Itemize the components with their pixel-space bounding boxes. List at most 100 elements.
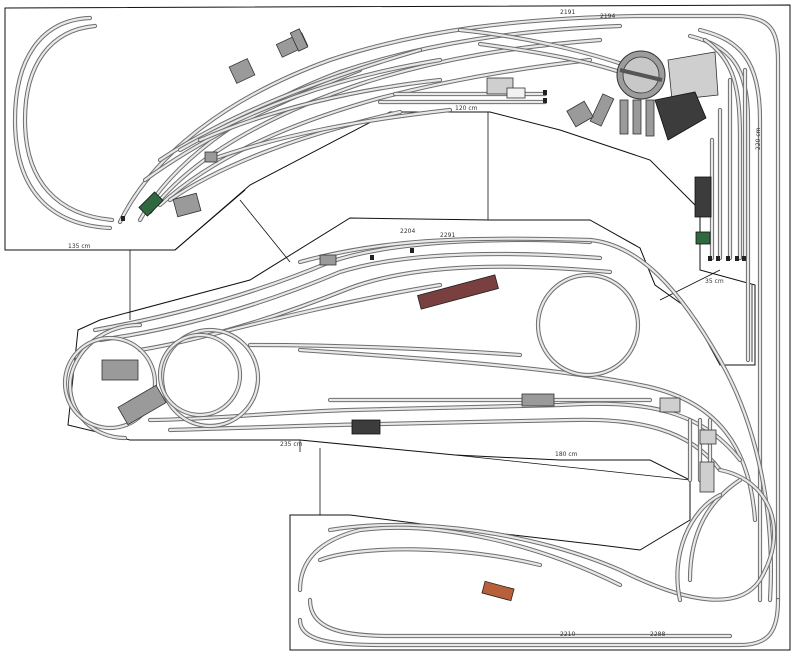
track-loop-inner xyxy=(158,333,242,417)
track-segment-inner xyxy=(118,14,780,602)
dimension-lines xyxy=(129,112,753,515)
track-segment xyxy=(297,597,781,648)
track-segment-inner xyxy=(98,252,602,342)
track-segment-inner xyxy=(248,343,522,357)
building-top-center xyxy=(486,77,514,95)
building-station-small xyxy=(319,254,337,266)
building-top-center-2 xyxy=(506,87,526,99)
track-segment xyxy=(12,15,113,231)
track-number-labels: 2191 2194 2204 2291 2210 2288 xyxy=(400,9,665,638)
track-segment-inner xyxy=(158,48,422,162)
buffer-stop xyxy=(716,256,720,261)
building-station-brown xyxy=(417,274,499,310)
track-segment-inner xyxy=(703,38,742,260)
track-segment xyxy=(297,525,623,593)
buffer-stop xyxy=(370,255,374,260)
track-segment-inner xyxy=(318,548,542,567)
roundhouse-stall-4 xyxy=(632,99,642,135)
buffer-stop xyxy=(735,256,739,261)
roundhouse-stall-2 xyxy=(566,100,594,128)
label-lower-right: 180 cm xyxy=(555,451,578,458)
track-segment-inner xyxy=(478,42,622,74)
dim-line-diag-right xyxy=(659,269,721,301)
track-segment-inner xyxy=(676,493,722,602)
roundhouse-stall-3 xyxy=(619,99,629,135)
track-segment-inner xyxy=(298,348,757,522)
track-segment-inner xyxy=(148,402,742,462)
turntable-bridge xyxy=(619,68,663,82)
track-segment-inner xyxy=(298,237,773,602)
dim-line-diag-left xyxy=(239,199,291,263)
track-loop-inner xyxy=(536,273,640,377)
track-segment-inner xyxy=(298,598,780,647)
roundhouse-stall-1 xyxy=(589,93,615,127)
dim-line-lower-right xyxy=(454,454,691,481)
track-label-2: 2194 xyxy=(600,13,615,20)
building-small-box xyxy=(204,151,218,163)
track-segment-inner xyxy=(298,526,622,592)
track-label-1: 2191 xyxy=(560,9,575,16)
track-segment-inner xyxy=(13,16,112,230)
track-segment-inner xyxy=(688,478,742,582)
buffer-stop xyxy=(543,90,547,95)
track-segment xyxy=(297,347,758,523)
building-center-dark xyxy=(351,419,381,435)
roundhouse-stall-5 xyxy=(645,99,655,137)
baseboard-outlines xyxy=(4,4,791,651)
roundhouse-upper xyxy=(667,51,719,101)
label-top-left: 135 cm xyxy=(68,243,91,250)
building-top-3 xyxy=(289,28,309,52)
dimension-texts: 135 cm 120 cm 35 cm 235 cm 180 cm 220 cm xyxy=(68,105,762,458)
building-right-green xyxy=(695,231,711,245)
track-network xyxy=(12,13,781,648)
upper-board-edge xyxy=(5,189,246,251)
track-segment-inner xyxy=(698,28,762,602)
track-segment-inner xyxy=(23,24,114,222)
track-segment-inner xyxy=(458,28,624,66)
track-segment-inner xyxy=(208,283,442,337)
track-segment-inner xyxy=(308,598,732,638)
building-right-low-2 xyxy=(699,461,715,493)
track-segment-inner xyxy=(198,78,442,142)
building-left-loop-1 xyxy=(101,359,139,381)
building-depot-gray xyxy=(172,192,202,218)
turntable-roundhouse xyxy=(566,50,719,141)
track-segment-inner xyxy=(168,418,722,472)
track-label-3: 2204 xyxy=(400,228,415,235)
track-segment-inner xyxy=(68,323,142,440)
label-right-edge: 35 cm xyxy=(705,278,724,285)
building-top-1 xyxy=(228,58,256,84)
top-board-outline xyxy=(4,4,791,651)
building-center-gray xyxy=(521,393,555,407)
track-label-6: 2288 xyxy=(650,631,665,638)
track-loop-inner xyxy=(63,336,157,430)
track-segment-inner xyxy=(148,38,602,214)
building-right-low xyxy=(699,429,717,445)
structures xyxy=(101,28,719,602)
building-depot-green xyxy=(138,191,164,217)
track-segment xyxy=(22,23,115,223)
label-top-mid: 120 cm xyxy=(455,105,478,112)
track-segment-inner xyxy=(208,108,452,162)
track-segment xyxy=(247,342,523,358)
buffer-stop xyxy=(708,256,712,261)
building-left-loop-2 xyxy=(117,384,167,426)
buffer-stop xyxy=(726,256,730,261)
track-segment-inner xyxy=(138,24,622,222)
building-right-dark xyxy=(694,176,712,218)
buffer-stop xyxy=(543,98,547,103)
buffer-stop xyxy=(121,216,125,221)
buffer-stop xyxy=(410,248,414,253)
track-label-4: 2291 xyxy=(440,232,455,239)
label-lower-left: 235 cm xyxy=(280,441,303,448)
building-bottom-orange xyxy=(481,580,515,602)
track-segment-inner xyxy=(158,58,592,207)
building-right-mid xyxy=(659,397,681,413)
label-right-vertical: 220 cm xyxy=(755,127,762,150)
buffer-stop xyxy=(742,256,746,261)
roundhouse-lower-dark xyxy=(654,91,707,141)
track-segment xyxy=(147,401,743,463)
track-segment xyxy=(307,597,733,639)
track-segment xyxy=(687,477,743,583)
